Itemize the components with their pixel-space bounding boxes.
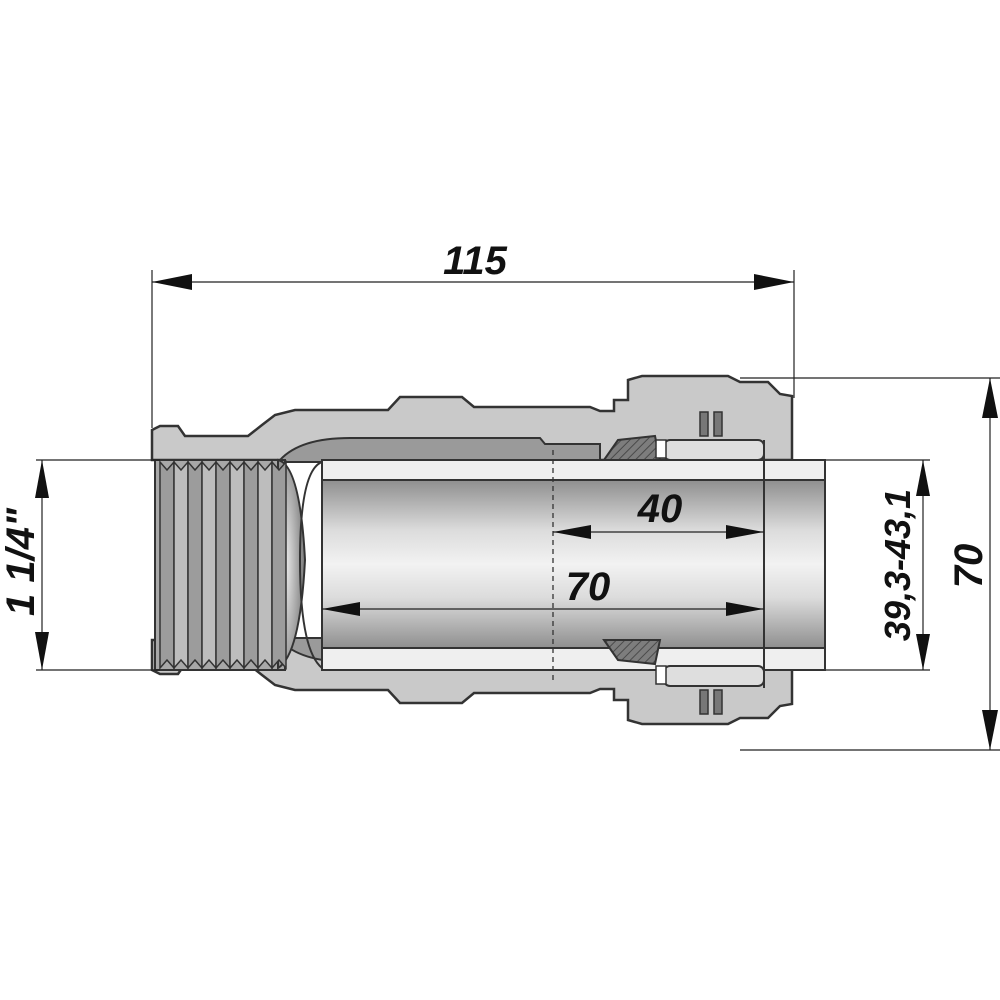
dim-insert70-arrow-left (322, 602, 360, 616)
label-thread-size: 1 1/4" (0, 507, 43, 616)
bore-shade-top (279, 437, 601, 463)
dim-thread-arrow-bottom (35, 632, 49, 670)
pipe-end-cap (298, 461, 323, 669)
thread-tooth (215, 460, 231, 670)
dim-od-arrow-top (982, 378, 998, 418)
cone-bottom (602, 639, 662, 666)
thread-tooth (271, 460, 287, 670)
pipe (298, 450, 826, 680)
dim-pipe-arrow-bottom (916, 634, 930, 670)
thread-tooth (257, 460, 273, 670)
nut-slot-top-2 (713, 411, 723, 437)
nut-slot-bottom-1 (699, 689, 709, 715)
label-insert-depth-inner: 40 (637, 487, 683, 531)
dim-od-arrow-bottom (982, 710, 998, 750)
thread-tooth (201, 460, 217, 670)
dimension-lines (35, 270, 1000, 751)
thread-tooth (159, 460, 175, 670)
thread-tooth (229, 460, 245, 670)
dim-overall-arrow-left (152, 274, 192, 290)
label-outer-diameter: 70 (947, 544, 991, 589)
clamp-ring-top (663, 439, 765, 461)
dim-insert40-arrow-left (553, 525, 591, 539)
pipe-bore (321, 479, 826, 649)
label-pipe-range: 39,3-43,1 (877, 489, 918, 641)
thread-tooth (173, 460, 189, 670)
nut-slot-top-1 (699, 411, 709, 437)
dim-insert70-arrow-right (726, 602, 764, 616)
white-gap-top (655, 439, 667, 459)
dim-insert40-arrow-right (726, 525, 764, 539)
dim-overall-arrow-right (754, 274, 794, 290)
clamp-ring-bottom (663, 665, 765, 687)
label-insert-depth-outer: 70 (566, 565, 611, 609)
dimension-labels: 115 40 70 1 1/4" 39,3-43,1 70 (0, 239, 991, 641)
dim-thread-arrow-top (35, 460, 49, 498)
thread-teeth (159, 460, 287, 670)
white-gap-bottom (655, 665, 667, 685)
compression-parts (602, 411, 765, 715)
thread-tooth (243, 460, 259, 670)
nut-slot-bottom-2 (713, 689, 723, 715)
cone-top (602, 434, 662, 461)
dim-pipe-arrow-top (916, 460, 930, 496)
thread-tooth (187, 460, 203, 670)
pipe-wall-top (321, 459, 826, 481)
thread-section (154, 458, 307, 671)
label-overall-length: 115 (443, 239, 508, 283)
